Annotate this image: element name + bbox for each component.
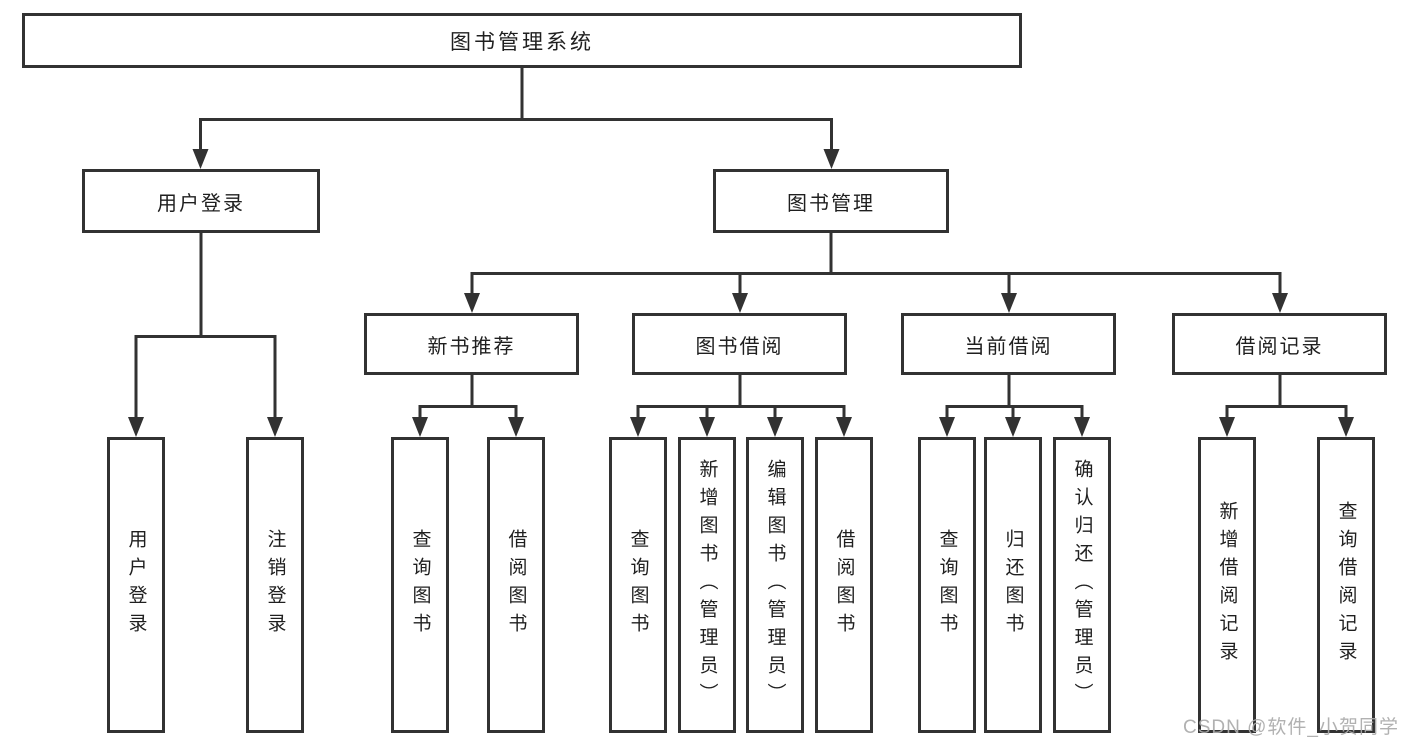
connector-book-mgmt-to-level3	[470, 233, 1282, 294]
arrow-down-icon	[464, 293, 480, 313]
node-user-login: 用户登录	[82, 169, 320, 233]
node-label: 借阅记录	[1235, 335, 1324, 358]
connector-borrow-to-leaves	[636, 375, 846, 418]
node-book-management: 图书管理	[713, 169, 949, 233]
node-label: 当前借阅	[964, 335, 1053, 358]
node-borrow-records: 借阅记录	[1172, 313, 1387, 375]
arrow-down-icon	[699, 417, 715, 437]
arrow-down-icon	[1338, 417, 1354, 437]
node-label: 新书推荐	[427, 335, 516, 358]
connector-records-to-leaves	[1225, 375, 1348, 418]
node-current-query-books: 查询图书	[918, 437, 976, 733]
arrow-down-icon	[630, 417, 646, 437]
node-label: 查询借阅记录	[1335, 501, 1357, 669]
node-borrow-borrow-books: 借阅图书	[815, 437, 873, 733]
node-logout-action: 注销登录	[246, 437, 304, 733]
node-label: 归还图书	[1002, 529, 1024, 641]
connector-newbook-to-leaves	[418, 375, 518, 418]
node-label: 查询图书	[409, 529, 431, 641]
arrow-down-icon	[836, 417, 852, 437]
arrow-down-icon	[823, 149, 840, 169]
node-label: 借阅图书	[833, 529, 855, 641]
node-label: 编辑图书（管理员）	[764, 459, 786, 711]
arrow-down-icon	[1005, 417, 1021, 437]
node-borrow-edit-book-admin: 编辑图书（管理员）	[746, 437, 804, 733]
node-label: 用户登录	[157, 192, 245, 215]
node-label: 新增图书（管理员）	[696, 459, 718, 711]
arrow-down-icon	[412, 417, 428, 437]
node-label: 图书管理系统	[450, 30, 594, 54]
node-new-book-recommend: 新书推荐	[364, 313, 579, 375]
node-newbook-borrow-books: 借阅图书	[487, 437, 545, 733]
node-label: 确认归还（管理员）	[1071, 459, 1093, 711]
node-label: 查询图书	[936, 529, 958, 641]
arrow-down-icon	[192, 149, 209, 169]
node-borrow-add-book-admin: 新增图书（管理员）	[678, 437, 736, 733]
arrow-down-icon	[939, 417, 955, 437]
node-label: 图书借阅	[695, 335, 784, 358]
connector-root-to-level2	[199, 68, 833, 150]
arrow-down-icon	[767, 417, 783, 437]
arrow-down-icon	[1272, 293, 1288, 313]
node-label: 查询图书	[627, 529, 649, 641]
node-records-add-record: 新增借阅记录	[1198, 437, 1256, 733]
node-current-confirm-return-admin: 确认归还（管理员）	[1053, 437, 1111, 733]
node-label: 借阅图书	[505, 529, 527, 641]
node-newbook-query-books: 查询图书	[391, 437, 449, 733]
arrow-down-icon	[732, 293, 748, 313]
csdn-watermark: CSDN @软件_小贺同学	[1183, 717, 1399, 738]
node-label: 用户登录	[125, 529, 147, 641]
arrow-down-icon	[267, 417, 283, 437]
node-label: 注销登录	[264, 529, 286, 641]
node-current-borrow: 当前借阅	[901, 313, 1116, 375]
arrow-down-icon	[1074, 417, 1090, 437]
node-label: 图书管理	[787, 192, 875, 215]
node-current-return-books: 归还图书	[984, 437, 1042, 733]
node-book-borrow: 图书借阅	[632, 313, 847, 375]
arrow-down-icon	[1001, 293, 1017, 313]
node-borrow-query-books: 查询图书	[609, 437, 667, 733]
arrow-down-icon	[508, 417, 524, 437]
node-label: 新增借阅记录	[1216, 501, 1238, 669]
arrow-down-icon	[1219, 417, 1235, 437]
node-root-library-system: 图书管理系统	[22, 13, 1022, 68]
arrow-down-icon	[128, 417, 144, 437]
node-records-query-record: 查询借阅记录	[1317, 437, 1375, 733]
connector-current-to-leaves	[945, 375, 1084, 418]
node-user-login-action: 用户登录	[107, 437, 165, 733]
connector-user-login-to-leaves	[134, 233, 277, 418]
